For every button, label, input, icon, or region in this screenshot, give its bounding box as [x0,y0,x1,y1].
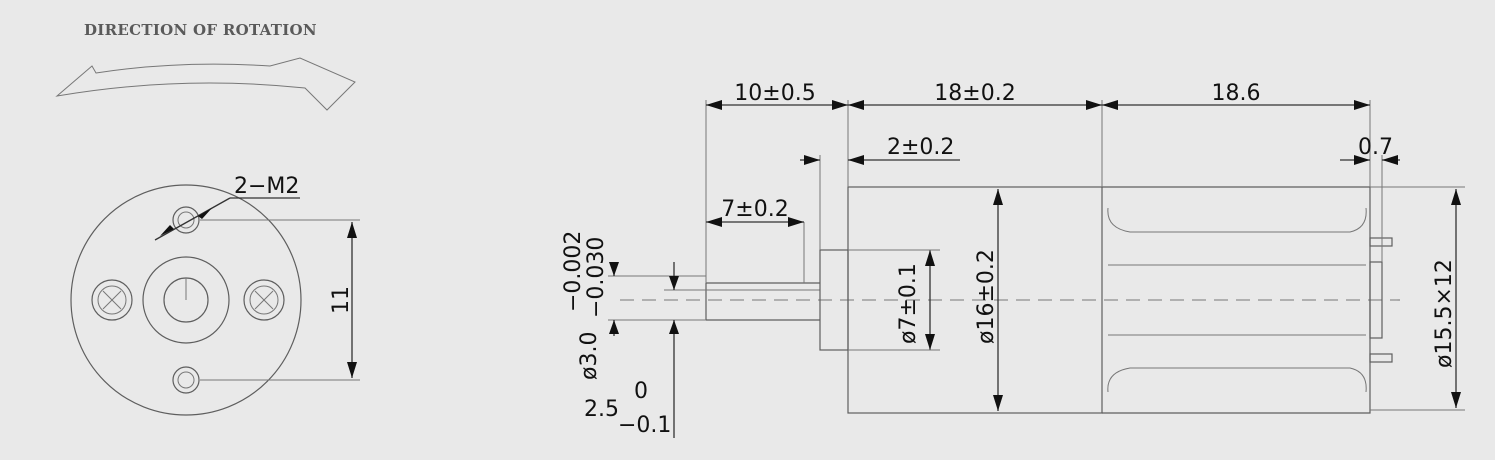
screw-right-icon [243,279,285,321]
dim-shaft-dia: ø3.0 [577,332,602,380]
side-view: 10±0.5 18±0.2 18.6 2±0.2 0.7 7±0.2 ø3.0 … [561,81,1465,438]
mount-hole-bottom-icon [172,366,200,394]
rotation-title: DIRECTION OF ROTATION [84,21,317,39]
gear-plate-outline [70,184,302,416]
output-shaft [705,282,820,321]
dim-body-length: 18±0.2 [934,81,1015,106]
dim-end-cap: 0.7 [1358,135,1393,160]
dim-motor-length: 18.6 [1212,81,1261,106]
mount-hole-top-icon [172,206,200,234]
dim-shaft-tol-upper: −0.002 [561,231,586,312]
dim-boss-dia: ø7±0.1 [896,263,921,344]
dim-flat-tol-upper: 0 [634,379,648,404]
dim-shaft-length: 10±0.5 [734,81,815,106]
dim-collar: 2±0.2 [887,135,954,160]
terminal-bottom [1369,353,1393,363]
rotation-arrow-icon [55,57,356,111]
end-cap [1369,261,1383,339]
dim-motor-size: ø15.5×12 [1432,259,1457,368]
gearbox-body [847,186,1103,414]
screw-left-icon [91,279,133,321]
dim-flat-tol-lower: −0.1 [618,413,671,438]
front-view: 2−M2 11 [70,174,360,416]
terminal-top [1369,237,1393,247]
hole-spacing-label: 11 [329,286,354,314]
dim-shaft-tol-lower: −0.030 [584,237,609,318]
thread-label: 2−M2 [234,174,299,199]
dim-body-dia: ø16±0.2 [974,249,999,344]
boss-outer-circle [142,256,230,344]
dim-flat-length: 7±0.2 [721,197,788,222]
dim-flat-value: 2.5 [584,397,619,422]
thread-leader [154,197,231,241]
